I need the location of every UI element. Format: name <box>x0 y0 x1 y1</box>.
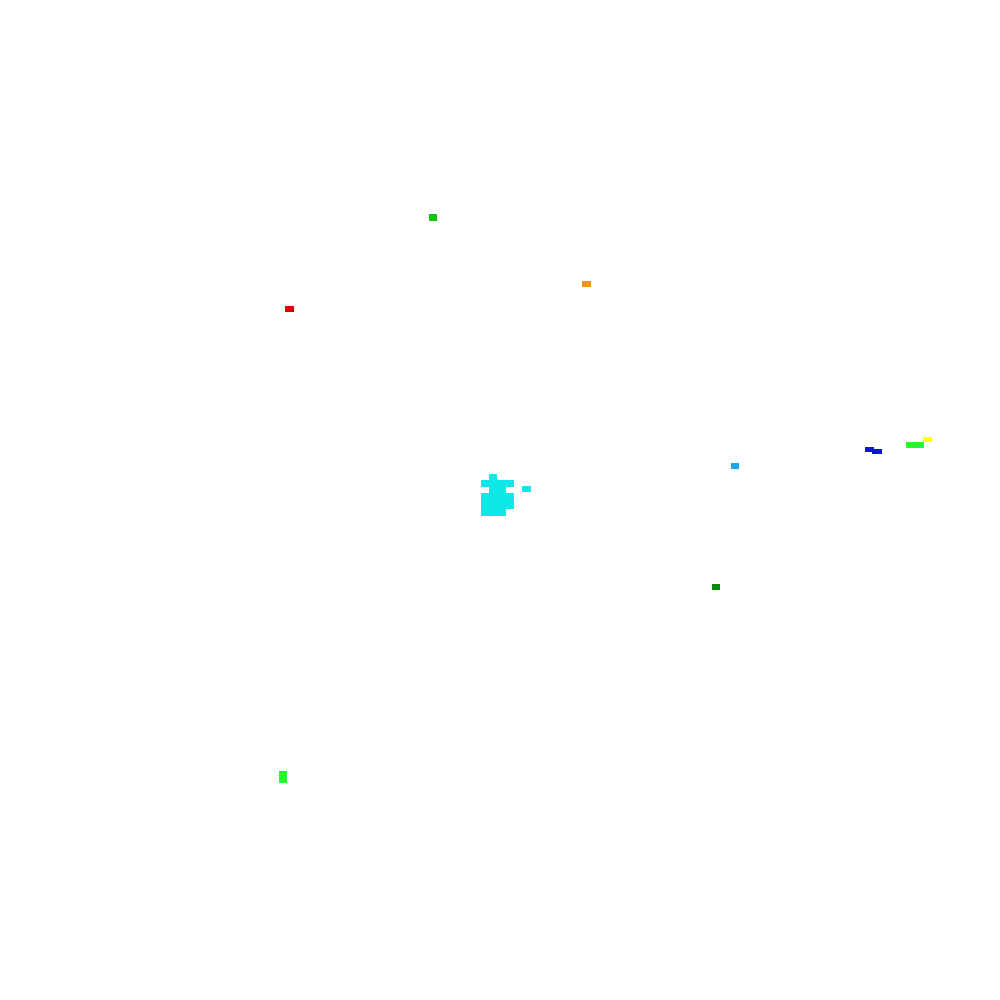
cyan-cluster-part <box>489 487 506 493</box>
lime-marker <box>906 442 924 448</box>
cyan-cluster-part <box>481 493 514 501</box>
yellow-marker <box>923 437 932 442</box>
blue-marker-left <box>865 447 874 452</box>
red-marker <box>285 306 294 312</box>
cyan-cluster-part <box>481 480 514 487</box>
blue-marker-right <box>872 449 882 454</box>
cyan-marker-small <box>522 486 531 492</box>
dark-green-marker <box>712 584 720 590</box>
sky-blue-marker <box>731 463 739 469</box>
cyan-cluster-part <box>481 501 514 509</box>
green-marker-bottom <box>279 771 287 783</box>
orange-marker <box>582 281 591 287</box>
cyan-cluster-part <box>489 474 497 480</box>
green-marker-top <box>429 214 437 221</box>
cyan-cluster-part <box>481 509 506 516</box>
